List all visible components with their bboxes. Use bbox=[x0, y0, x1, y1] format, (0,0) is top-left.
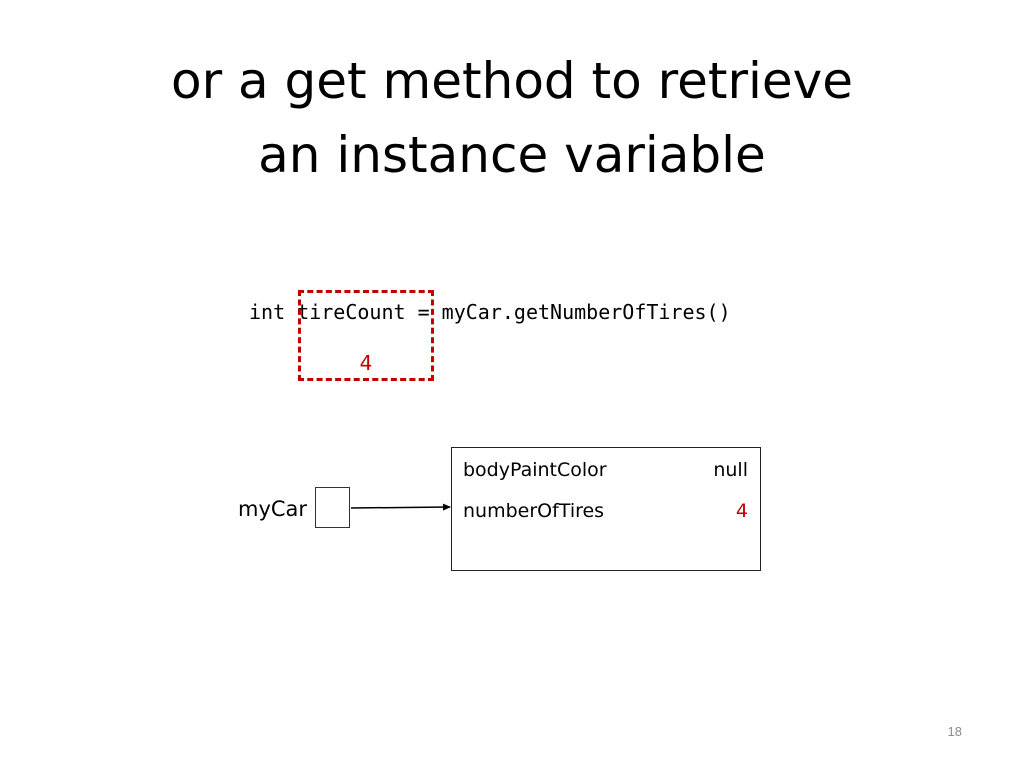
slide-title-line-1: or a get method to retrieve bbox=[170, 52, 854, 110]
field-name: numberOfTires bbox=[463, 500, 605, 522]
slide-title-line-2: an instance variable bbox=[258, 126, 766, 184]
code-statement: int tireCount = myCar.getNumberOfTires() bbox=[249, 300, 731, 324]
field-row: numberOfTires 4 bbox=[463, 497, 748, 525]
slide-title: or a get method to retrieve an instance … bbox=[0, 44, 1024, 192]
field-name: bodyPaintColor bbox=[463, 459, 607, 481]
object-box: bodyPaintColor null numberOfTires 4 bbox=[451, 447, 761, 571]
page-number: 18 bbox=[947, 724, 962, 739]
field-row: bodyPaintColor null bbox=[463, 456, 748, 484]
field-value: 4 bbox=[735, 500, 748, 522]
field-value: null bbox=[713, 459, 748, 481]
reference-variable-label: myCar bbox=[238, 497, 308, 521]
returned-value: 4 bbox=[359, 351, 373, 375]
reference-box bbox=[315, 487, 350, 528]
arrow-line bbox=[350, 503, 451, 511]
variable-highlight-box bbox=[298, 290, 434, 381]
